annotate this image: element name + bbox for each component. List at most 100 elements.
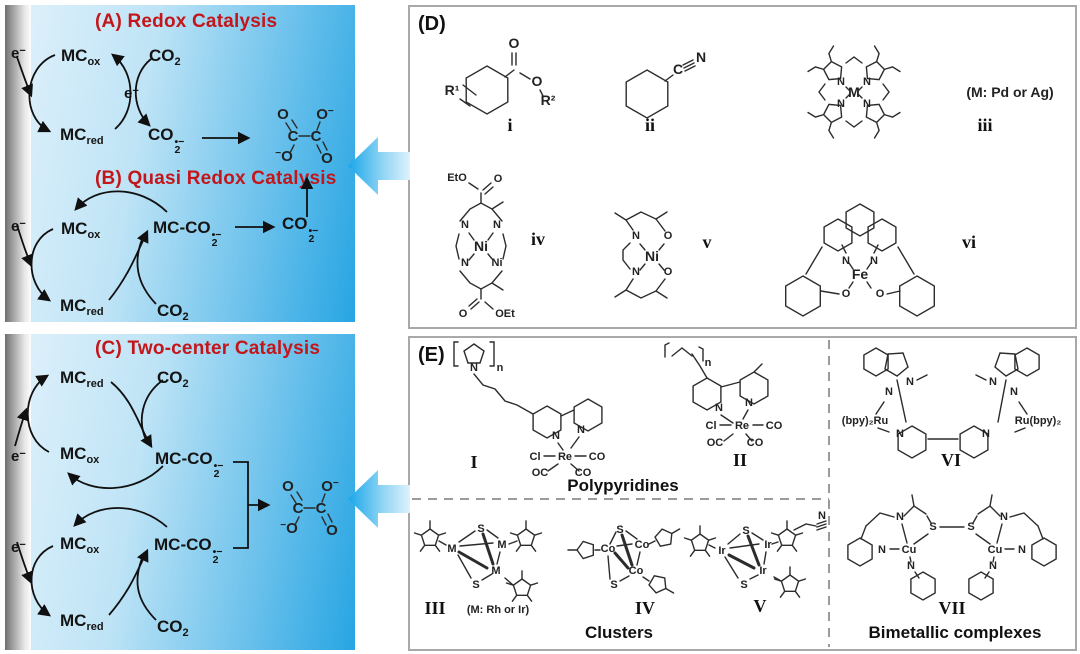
electrode-bar — [5, 334, 31, 650]
bracket-to-product — [233, 461, 271, 549]
left-arrow-icon — [348, 137, 410, 195]
atom-label: Co — [635, 539, 650, 551]
structure-number: iv — [531, 229, 545, 249]
structure-i: R¹ O O R² i — [445, 35, 556, 135]
atom-label: Re — [558, 451, 572, 463]
atom-label: N — [989, 376, 997, 388]
structure-iii-porphyrin: N N N N M (M: Pd or Ag) iii — [807, 45, 1054, 139]
structure-number: III — [424, 598, 445, 618]
atom-label: N — [470, 362, 478, 374]
atom-label: Re — [735, 420, 749, 432]
species-mc-co2-radical: MC-CO•−2 — [154, 535, 223, 567]
structure-number: VII — [938, 598, 965, 618]
atom-label: N — [715, 402, 723, 414]
atom-label: O — [509, 35, 520, 51]
atom-label: O — [842, 288, 851, 300]
cycle-arrows-c1 — [14, 374, 164, 490]
atom-label: O — [459, 308, 468, 320]
metal-note: (M: Pd or Ag) — [966, 84, 1053, 100]
cycle-arrows-c2 — [16, 507, 168, 621]
species-co2: CO2 — [157, 368, 189, 390]
atom-label: N — [896, 511, 904, 523]
repeat-label: n — [497, 362, 504, 374]
atom-label: S — [472, 579, 479, 591]
atom-label: N — [818, 510, 826, 522]
species-mc-red: MCred — [60, 125, 104, 147]
atom-label: N — [870, 255, 878, 267]
left-arrow-icon — [348, 470, 410, 528]
atom-label: OEt — [495, 308, 515, 320]
atom-label: N — [552, 430, 560, 442]
structure-IV: Co Co Co S S IV — [567, 520, 685, 618]
structure-II: n N N Cl Re CO OC CO II — [664, 342, 783, 470]
species-co2: CO2 — [149, 46, 181, 68]
species-mc-ox: MCox — [60, 534, 100, 556]
atom-label: CO — [575, 467, 592, 479]
atom-label: O — [664, 230, 673, 242]
metal-note: (M: Rh or Ir) — [467, 604, 530, 616]
category-bimetallic: Bimetallic complexes — [869, 623, 1042, 642]
species-mc-red: MCred — [60, 368, 104, 390]
species-co2-radical: CO•−2 — [148, 125, 185, 157]
atom-label: Fe — [852, 266, 869, 282]
atom-label: Co — [629, 565, 644, 577]
atom-label: N — [632, 266, 640, 278]
atom-label: N — [863, 76, 871, 88]
electron-label: e− — [11, 448, 26, 465]
electron-label: e− — [11, 218, 26, 235]
structure-number: i — [507, 115, 512, 135]
species-co2-radical: CO•−2 — [282, 214, 319, 246]
atom-label: S — [967, 521, 974, 533]
atom-label: Co — [601, 543, 616, 555]
species-co2: CO2 — [157, 301, 189, 323]
atom-label: Ir — [759, 565, 767, 577]
structure-number: ii — [645, 115, 655, 135]
structure-III: M M M S S III (M: Rh or Ir — [413, 520, 543, 618]
atom-label: N — [863, 98, 871, 110]
structure-ii: C N ii — [625, 49, 706, 135]
structure-number: iii — [977, 115, 992, 135]
panel-e-structures: N n N N Cl Re CO OC CO — [412, 340, 1062, 647]
atom-label: N — [1010, 386, 1018, 398]
atom-label: Cu — [988, 544, 1003, 556]
species-co2: CO2 — [157, 617, 189, 639]
metal-fragment: (bpy)₂Ru — [842, 415, 888, 427]
atom-label: N — [577, 424, 585, 436]
atom-label: Cl — [706, 420, 717, 432]
atom-label: R² — [541, 92, 556, 108]
atom-label: Ni — [474, 238, 488, 254]
structure-vi: N N Fe O O vi — [785, 203, 976, 317]
atom-label: Ir — [764, 539, 772, 551]
atom-label: O — [494, 173, 503, 185]
species-mc-co2-radical: MC-CO•−2 — [155, 449, 224, 481]
metal-fragment: Ru(bpy)₂ — [1015, 415, 1062, 427]
cycle-arrows-a — [16, 53, 251, 145]
atom-label: O — [532, 73, 543, 89]
atom-label: S — [610, 579, 617, 591]
atom-label: M — [497, 539, 506, 551]
panel-e-label: (E) — [418, 344, 445, 366]
atom-label: Ni — [645, 248, 659, 264]
category-clusters: Clusters — [585, 623, 653, 642]
atom-label: N — [885, 386, 893, 398]
cycle-arrows-b — [16, 176, 314, 305]
atom-label: N — [896, 428, 904, 440]
atom-label: N — [745, 397, 753, 409]
atom-label: Ni — [492, 257, 503, 269]
structure-V: Ir Ir Ir S S — [683, 510, 827, 616]
atom-label: N — [461, 219, 469, 231]
atom-label: S — [477, 523, 484, 535]
panel-e-box: (E) N n N N Cl Re CO — [408, 336, 1077, 651]
electron-label: e− — [11, 539, 26, 556]
structure-number: I — [470, 452, 477, 472]
atom-label: EtO — [447, 172, 467, 184]
structure-VII: N S S N N Cu Cu N N N — [847, 494, 1057, 618]
panel-d-box: (D) R¹ — [408, 5, 1077, 329]
atom-label: N — [982, 428, 990, 440]
atom-label: M — [848, 84, 860, 100]
panel-ab-box: (A) Redox Catalysis e− MCox CO2 e− MCred… — [5, 5, 355, 323]
category-polypyridines: Polypyridines — [567, 476, 678, 495]
atom-label: N — [696, 49, 706, 65]
atom-label: Ir — [718, 545, 726, 557]
atom-label: OC — [707, 437, 724, 449]
